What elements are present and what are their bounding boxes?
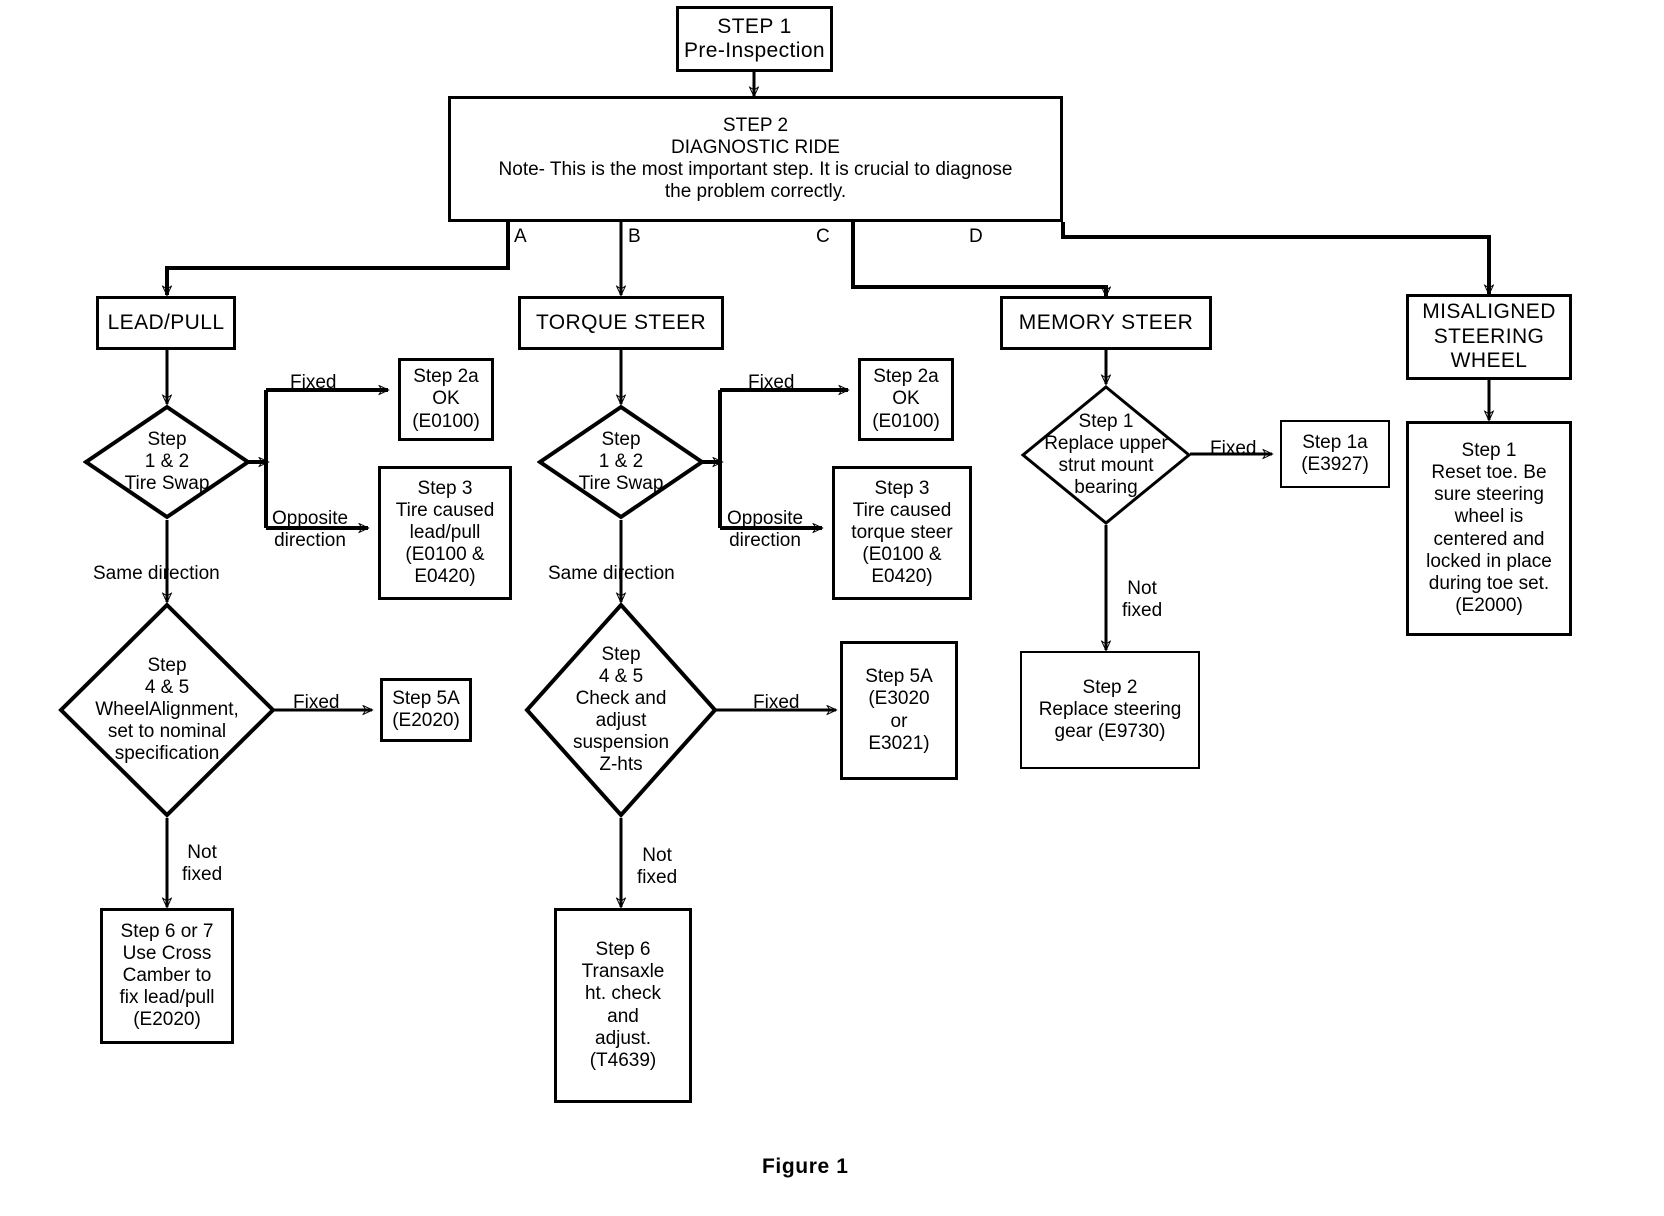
node-b-step-3: Step 3 Tire caused torque steer (E0100 &… bbox=[832, 466, 972, 600]
decision-c-strut-mount-label: Step 1 Replace upper strut mount bearing bbox=[1044, 410, 1168, 499]
diamond-shape bbox=[524, 602, 718, 818]
decision-b-tire-swap: Step 1 & 2 Tire Swap bbox=[537, 404, 705, 520]
edge-label-b-same-direction: Same direction bbox=[548, 563, 675, 584]
edge-label-a-opposite: Opposite direction bbox=[272, 508, 349, 551]
decision-b-tire-swap-label: Step 1 & 2 Tire Swap bbox=[578, 428, 664, 495]
edge-label-a-fixed-2: Fixed bbox=[293, 692, 340, 713]
node-b-step-5a: Step 5A (E3020 or E3021) bbox=[840, 641, 958, 780]
decision-a-tire-swap-label: Step 1 & 2 Tire Swap bbox=[124, 428, 210, 495]
decision-a-wheel-alignment: Step 4 & 5 WheelAlignment, set to nomina… bbox=[58, 602, 276, 818]
diamond-shape bbox=[58, 602, 276, 818]
edge-label-a-same-direction: Same direction bbox=[93, 563, 220, 584]
branch-label-b: B bbox=[628, 226, 641, 247]
edge-label-b-fixed: Fixed bbox=[748, 372, 795, 393]
node-b-step-2a: Step 2a OK (E0100) bbox=[858, 358, 954, 441]
edge-label-c-fixed: Fixed bbox=[1210, 438, 1257, 459]
node-lead-pull: LEAD/PULL bbox=[96, 296, 236, 350]
node-a-step-6-or-7: Step 6 or 7 Use Cross Camber to fix lead… bbox=[100, 908, 234, 1044]
node-torque-steer: TORQUE STEER bbox=[518, 296, 724, 350]
diamond-shape bbox=[537, 404, 705, 520]
node-b-step-6: Step 6 Transaxle ht. check and adjust. (… bbox=[554, 908, 692, 1103]
node-step-2: STEP 2 DIAGNOSTIC RIDE Note- This is the… bbox=[448, 96, 1063, 222]
decision-b-check-adjust-label: Step 4 & 5 Check and adjust suspension Z… bbox=[572, 643, 670, 776]
node-a-step-2a: Step 2a OK (E0100) bbox=[398, 358, 494, 441]
branch-label-a: A bbox=[514, 226, 527, 247]
figure-caption: Figure 1 bbox=[762, 1155, 849, 1178]
decision-a-wheel-alignment-label: Step 4 & 5 WheelAlignment, set to nomina… bbox=[95, 654, 239, 765]
edge-label-b-not-fixed: Not fixed bbox=[637, 845, 678, 888]
node-c-step-2: Step 2 Replace steering gear (E9730) bbox=[1020, 651, 1200, 769]
edge-label-a-not-fixed: Not fixed bbox=[182, 842, 223, 885]
node-memory-steer: MEMORY STEER bbox=[1000, 296, 1212, 350]
node-c-step-1a: Step 1a (E3927) bbox=[1280, 420, 1390, 488]
node-step-1: STEP 1 Pre-Inspection bbox=[676, 6, 833, 72]
branch-label-c: C bbox=[816, 226, 830, 247]
node-d-step-1: Step 1 Reset toe. Be sure steering wheel… bbox=[1406, 421, 1572, 636]
edge-label-a-fixed: Fixed bbox=[290, 372, 337, 393]
edge-label-b-fixed-2: Fixed bbox=[753, 692, 800, 713]
node-a-step-5a: Step 5A (E2020) bbox=[380, 678, 472, 742]
node-a-step-3: Step 3 Tire caused lead/pull (E0100 & E0… bbox=[378, 466, 512, 600]
decision-c-strut-mount: Step 1 Replace upper strut mount bearing bbox=[1020, 384, 1192, 526]
diamond-shape bbox=[1020, 384, 1192, 526]
node-misaligned-steering-wheel: MISALIGNED STEERING WHEEL bbox=[1406, 294, 1572, 380]
branch-label-d: D bbox=[969, 226, 983, 247]
decision-a-tire-swap: Step 1 & 2 Tire Swap bbox=[83, 404, 251, 520]
edge-label-c-not-fixed: Not fixed bbox=[1122, 578, 1163, 621]
decision-b-check-adjust: Step 4 & 5 Check and adjust suspension Z… bbox=[524, 602, 718, 818]
diamond-shape bbox=[83, 404, 251, 520]
edge-label-b-opposite: Opposite direction bbox=[727, 508, 804, 551]
